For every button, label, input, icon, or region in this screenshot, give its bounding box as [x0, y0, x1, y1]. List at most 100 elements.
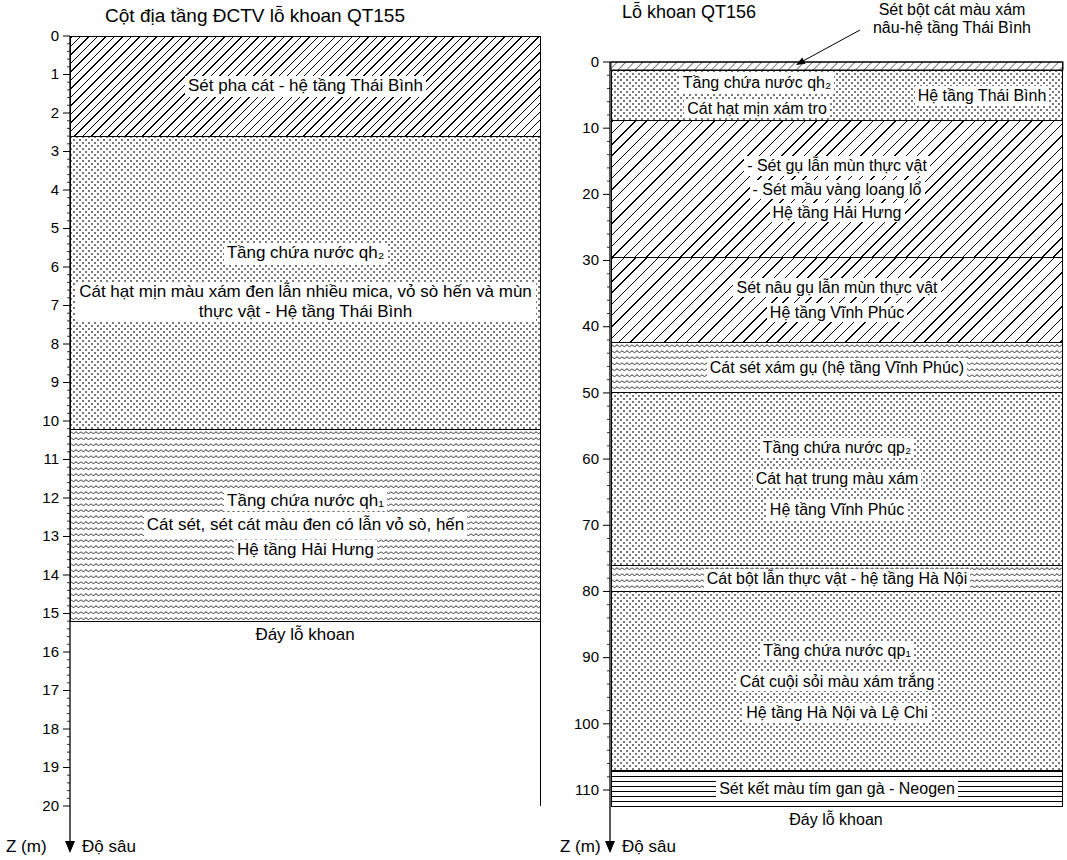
minor-tick — [67, 775, 70, 776]
band-content: Tầng chứa nước qh₂Cát hạt mịn màu xám đe… — [75, 243, 536, 322]
minor-tick — [607, 710, 610, 711]
major-tick — [63, 421, 70, 422]
stratum-band: Sét kết màu tím gan gà - Neogen — [611, 770, 1063, 807]
major-tick — [603, 128, 610, 129]
major-tick — [63, 382, 70, 383]
minor-tick — [607, 445, 610, 446]
band-content: Cát bột lẫn thực vật - hệ tầng Hà Nội — [704, 569, 971, 588]
minor-tick — [607, 763, 610, 764]
band-heading: Tầng chứa nước qp₁ — [760, 641, 914, 660]
major-tick — [603, 392, 610, 393]
axis-arrowhead — [65, 841, 75, 853]
stratum-band: Tầng chứa nước qh₂Cát hạt mịn màu xám đe… — [70, 136, 541, 430]
band-text: Cát cuội sỏi màu xám trắng — [737, 672, 938, 691]
minor-tick — [607, 273, 610, 274]
depth-number: 10 — [42, 413, 59, 430]
depth-number: 40 — [582, 318, 599, 335]
minor-tick — [67, 682, 70, 683]
depth-number: 10 — [582, 120, 599, 137]
depth-number: 5 — [51, 220, 59, 237]
depth-number: 12 — [42, 490, 59, 507]
band-text: Hệ tầng Vĩnh Phúc — [767, 303, 907, 322]
major-tick — [603, 591, 610, 592]
band-text: Hệ tầng Hải Hưng — [234, 540, 377, 560]
minor-tick — [607, 287, 610, 288]
minor-tick — [607, 684, 610, 685]
band-heading: Tầng chứa nước qh₂ — [224, 243, 388, 263]
major-tick — [63, 613, 70, 614]
minor-tick — [67, 759, 70, 760]
minor-tick — [607, 101, 610, 102]
minor-tick — [607, 750, 610, 751]
major-tick — [603, 657, 610, 658]
major-tick — [63, 575, 70, 576]
band-content: Tầng chứa nước qh₂Cát hạt mịn xám troHệ … — [612, 73, 1062, 117]
band-text: Hệ tầng Hà Nội và Lệ Chi — [743, 703, 930, 722]
minor-tick — [67, 628, 70, 629]
band-content: Sét pha cát - hệ tầng Thái Bình — [185, 76, 426, 96]
minor-tick — [67, 736, 70, 737]
depth-number: 110 — [575, 782, 599, 799]
band-content: Tầng chứa nước qp₂Cát hạt trung màu xámH… — [753, 438, 922, 520]
major-tick — [603, 790, 610, 791]
axis-label: Độ sâu — [82, 838, 136, 857]
depth-number: 6 — [51, 259, 59, 276]
thin-clay-layer — [611, 62, 1063, 70]
minor-tick — [607, 697, 610, 698]
major-tick — [603, 62, 610, 63]
chart-title: Cột địa tầng ĐCTV lỗ khoan QT155 — [105, 6, 405, 27]
minor-tick — [607, 406, 610, 407]
axis-label: Z (m) — [560, 838, 601, 857]
major-tick — [63, 36, 70, 37]
minor-tick — [607, 670, 610, 671]
depth-number: 19 — [42, 759, 59, 776]
depth-number: 14 — [42, 567, 59, 584]
minor-tick — [607, 220, 610, 221]
minor-tick — [607, 604, 610, 605]
band-text: Cát hạt mịn xám tro — [684, 99, 830, 118]
major-tick — [603, 194, 610, 195]
depth-number: 7 — [51, 297, 59, 314]
major-tick — [603, 525, 610, 526]
band-content: Tầng chứa nước qh₁Cát sét, sét cát màu đ… — [144, 491, 468, 560]
depth-number: 13 — [42, 528, 59, 545]
stratum-band: Cát sét xám gụ (hệ tầng Vĩnh Phúc) — [611, 342, 1063, 393]
minor-tick — [607, 419, 610, 420]
minor-tick — [607, 551, 610, 552]
column-frame — [610, 62, 1063, 63]
stratum-band: Tầng chứa nước qh₁Cát sét, sét cát màu đ… — [70, 429, 541, 623]
band-text: Cát sét, sét cát màu đen có lẫn vỏ sò, h… — [144, 515, 468, 535]
depth-number: 0 — [591, 54, 599, 71]
band-heading: Sét kết màu tím gan gà - Neogen — [716, 779, 958, 798]
minor-tick — [607, 617, 610, 618]
band-content: - Sét gụ lẫn mùn thực vật- Sét mầu vàng … — [744, 156, 930, 222]
minor-tick — [607, 141, 610, 142]
major-tick — [63, 767, 70, 768]
band-content: Tầng chứa nước qp₁ Cát cuội sỏi màu xám t… — [737, 641, 938, 723]
major-tick — [63, 190, 70, 191]
depth-number: 100 — [574, 716, 599, 733]
major-tick — [63, 267, 70, 268]
stratum-band: Tầng chứa nước qp₂Cát hạt trung màu xámH… — [611, 392, 1063, 566]
minor-tick — [67, 644, 70, 645]
stratum-band: Sét nâu gụ lẫn mùn thực vậtHệ tầng Vĩnh … — [611, 257, 1063, 343]
minor-tick — [67, 798, 70, 799]
major-tick — [63, 344, 70, 345]
depth-number: 2 — [51, 105, 59, 122]
minor-tick — [67, 782, 70, 783]
minor-tick — [607, 379, 610, 380]
minor-tick — [607, 247, 610, 248]
major-tick — [63, 806, 70, 807]
minor-tick — [67, 636, 70, 637]
minor-tick — [607, 181, 610, 182]
minor-tick — [607, 644, 610, 645]
minor-tick — [607, 154, 610, 155]
stratum-band: - Sét gụ lẫn mùn thực vật- Sét mầu vàng … — [611, 120, 1063, 258]
band-text: - Sét mầu vàng loang lổ — [750, 180, 925, 199]
depth-number: 18 — [42, 721, 59, 738]
minor-tick — [607, 339, 610, 340]
minor-tick — [67, 698, 70, 699]
axis-label: Độ sâu — [622, 838, 676, 857]
major-tick — [603, 260, 610, 261]
